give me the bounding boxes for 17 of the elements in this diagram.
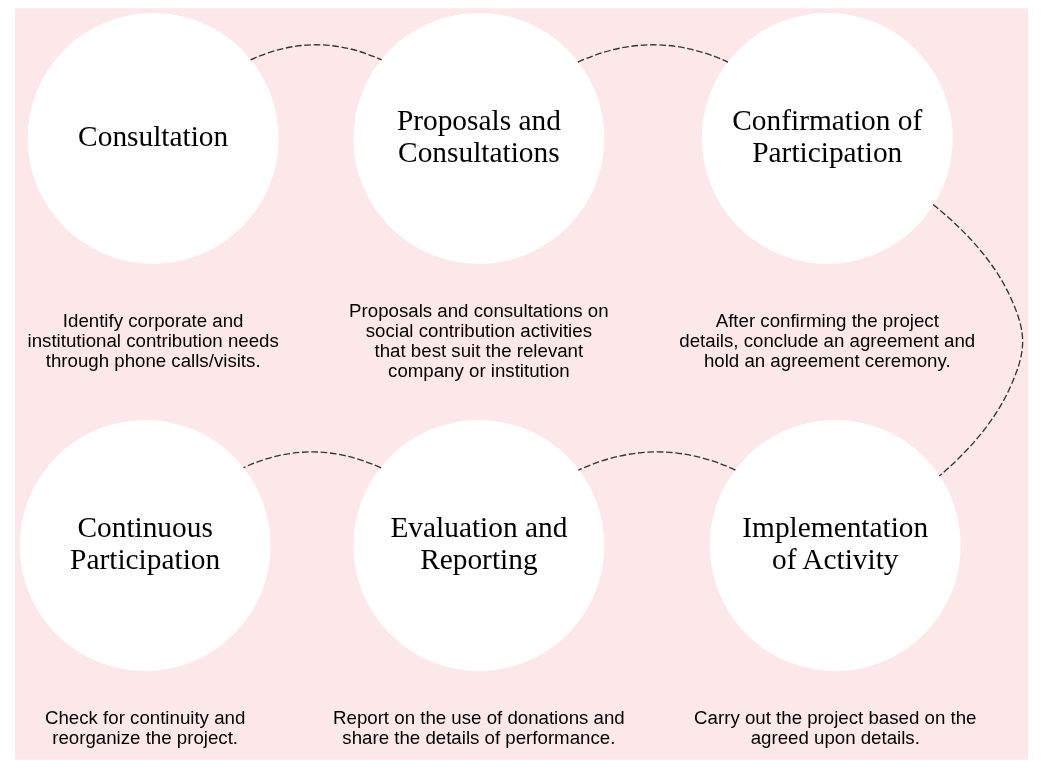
node-circle: Proposals and Consultations: [352, 12, 604, 264]
node-circle: Consultation: [27, 12, 279, 264]
node-label: Check for continuity and reorganize the project.: [44, 706, 245, 749]
node-label: Proposals and consultations on social contribution activities that best suit the relevant company or institution: [348, 299, 609, 381]
connector: [931, 203, 1023, 477]
node-label: Identify corporate and institutional contribution needs through phone calls/visits.: [27, 309, 279, 371]
node-label: Carry out the project based on the agreed upon details.: [693, 706, 976, 749]
node-label: Report on the use of donations and share the details of performance.: [332, 706, 625, 749]
connector: [576, 44, 729, 63]
node-circle: Continuous Participation: [19, 420, 271, 671]
node-circle: Implementation of Activity: [709, 420, 961, 671]
connector: [249, 44, 382, 61]
node-circle: Evaluation and Reporting: [352, 420, 604, 671]
node-circle: Confirmation of Participation: [701, 12, 953, 264]
connector: [577, 451, 736, 471]
node-label: After confirming the project details, conclude an agreement and hold an agreement ceremony.: [678, 309, 975, 371]
connector: [242, 451, 382, 469]
